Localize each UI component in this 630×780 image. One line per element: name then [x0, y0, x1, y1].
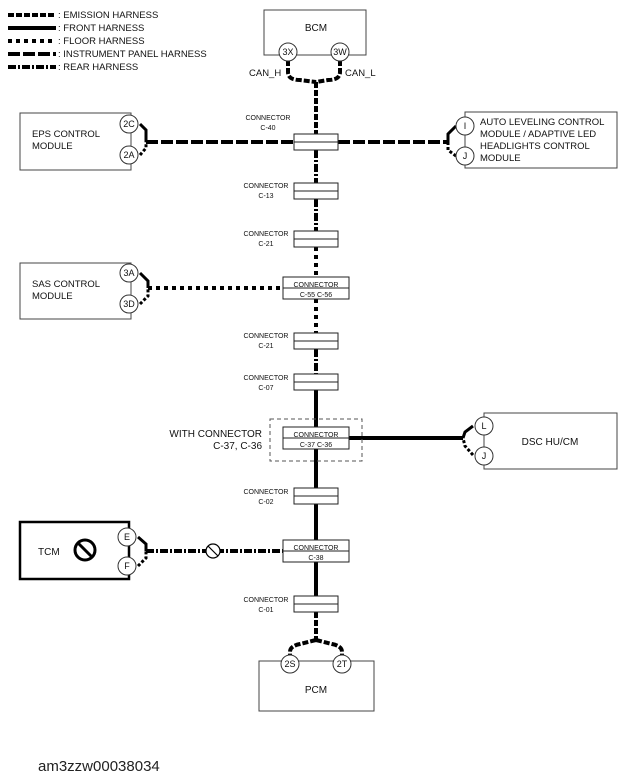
with-connector-line2: C-37, C-36: [213, 441, 262, 452]
bcm-pin-3x-label: 3X: [282, 47, 293, 57]
eps-pin-2a-label: 2A: [123, 150, 134, 160]
eps-pin-2a: [119, 145, 139, 165]
with-connector-line1: WITH CONNECTOR: [169, 429, 262, 440]
can-wiring-diagram: : EMISSION HARNESS : FRONT HARNESS : FLO…: [8, 9, 618, 712]
connector-label: CONNECTOR: [244, 489, 289, 496]
prohibited-icon: [73, 538, 97, 562]
figure-id: am3zzw00038034: [38, 758, 160, 775]
bcm-pin-3w: [330, 42, 350, 62]
connector-code: C-40: [260, 125, 275, 132]
legend-label: : FRONT HARNESS: [58, 23, 144, 34]
eps-pin-2c-label: 2C: [123, 119, 135, 129]
dsc-pin-l: [474, 416, 494, 436]
connector-code: C-07: [258, 385, 273, 392]
connector-code: C-13: [258, 193, 273, 200]
eps-label-line1: EPS CONTROL: [32, 129, 100, 140]
legend: : EMISSION HARNESS : FRONT HARNESS : FLO…: [8, 10, 207, 73]
legend-label: : FLOOR HARNESS: [58, 36, 145, 47]
legend-item-front: : FRONT HARNESS: [8, 23, 144, 34]
sas-pin-3a-label: 3A: [123, 268, 134, 278]
pcm-pin-2s-label: 2S: [284, 659, 295, 669]
dsc-label: DSC HU/CM: [522, 437, 579, 448]
auto-leveling-line2: MODULE / ADAPTIVE LED: [480, 129, 596, 140]
tcm-label: TCM: [38, 547, 60, 558]
connector-c21-upper: CONNECTOR C-21: [244, 230, 339, 248]
pcm-label: PCM: [305, 685, 327, 696]
can-l-label: CAN_L: [345, 68, 376, 79]
connector-label: CONNECTOR: [244, 333, 289, 340]
auto-leveling-line3: HEADLIGHTS CONTROL: [480, 141, 590, 152]
bcm-pin-3x: [278, 42, 298, 62]
branch-wires: [136, 122, 475, 568]
sas-pin-3d-label: 3D: [123, 299, 135, 309]
connector-code: C-21: [258, 241, 273, 248]
pcm-module: PCM 2S 2T: [258, 654, 375, 712]
connector-c13: CONNECTOR C-13: [244, 182, 339, 200]
connector-label: CONNECTOR: [246, 115, 291, 122]
sas-control-module: SAS CONTROL MODULE 3A 3D: [19, 262, 139, 320]
dsc-pin-l-label: L: [481, 421, 486, 431]
sas-pin-3d: [119, 294, 139, 314]
with-connector-c37-c36: WITH CONNECTOR C-37, C-36 CONNECTOR C-37…: [169, 418, 363, 462]
sas-pin-3a: [119, 263, 139, 283]
connector-c38: CONNECTOR C-38: [282, 539, 350, 563]
legend-item-instrument: : INSTRUMENT PANEL HARNESS: [8, 49, 207, 60]
prohibited-icon: [205, 543, 221, 559]
connector-c40: CONNECTOR C-40: [246, 115, 339, 151]
connector-label: CONNECTOR: [244, 231, 289, 238]
connector-label: CONNECTOR: [244, 183, 289, 190]
connector-label: CONNECTOR: [244, 597, 289, 604]
bcm-module: BCM 3X 3W CAN_H CAN_L: [249, 9, 376, 79]
eps-control-module: EPS CONTROL MODULE 2C 2A: [19, 112, 139, 171]
pcm-pin-2t: [332, 654, 352, 674]
tcm-module: TCM E F: [18, 520, 137, 581]
legend-item-emission: : EMISSION HARNESS: [8, 10, 158, 21]
bcm-pin-3w-label: 3W: [333, 47, 347, 57]
legend-label: : INSTRUMENT PANEL HARNESS: [58, 49, 207, 60]
legend-item-floor: : FLOOR HARNESS: [8, 36, 145, 47]
eps-pin-2c: [119, 114, 139, 134]
can-h-label: CAN_H: [249, 68, 281, 79]
tcm-pin-e: [117, 527, 137, 547]
auto-leveling-module: AUTO LEVELING CONTROL MODULE / ADAPTIVE …: [455, 111, 618, 169]
dsc-pin-j: [474, 446, 494, 466]
connector-code: C-55 C-56: [300, 292, 332, 299]
legend-item-rear: : REAR HARNESS: [8, 62, 138, 73]
auto-leveling-pin-i-label: I: [464, 121, 467, 131]
legend-label: : REAR HARNESS: [58, 62, 138, 73]
connector-code: C-38: [308, 555, 323, 562]
connector-label: CONNECTOR: [294, 432, 339, 439]
connector-c02: CONNECTOR C-02: [244, 487, 339, 506]
trunk-wires: [286, 60, 344, 657]
dsc-pin-j-label: J: [482, 451, 487, 461]
tcm-pin-f: [117, 556, 137, 576]
connector-code: C-02: [258, 499, 273, 506]
pcm-pin-2s: [280, 654, 300, 674]
connector-c55-c56: CONNECTOR C-55 C-56: [282, 276, 350, 300]
connector-code: C-37 C-36: [300, 442, 332, 449]
connector-c01: CONNECTOR C-01: [244, 595, 339, 614]
bcm-label: BCM: [305, 23, 327, 34]
connector-label: CONNECTOR: [244, 375, 289, 382]
tcm-pin-e-label: E: [124, 532, 130, 542]
connector-label: CONNECTOR: [294, 282, 339, 289]
tcm-pin-f-label: F: [124, 561, 130, 571]
pcm-pin-2t-label: 2T: [337, 659, 348, 669]
auto-leveling-pin-i: [455, 116, 475, 136]
connector-c07: CONNECTOR C-07: [244, 373, 339, 392]
sas-label-line1: SAS CONTROL: [32, 279, 100, 290]
auto-leveling-pin-j-label: J: [463, 151, 468, 161]
connector-label: CONNECTOR: [294, 545, 339, 552]
dsc-hu-cm-module: DSC HU/CM L J: [474, 412, 618, 470]
sas-label-line2: MODULE: [32, 291, 73, 302]
connector-code: C-21: [258, 343, 273, 350]
connector-c21-lower: CONNECTOR C-21: [244, 332, 339, 350]
connector-code: C-01: [258, 607, 273, 614]
auto-leveling-line1: AUTO LEVELING CONTROL: [480, 117, 604, 128]
auto-leveling-line4: MODULE: [480, 153, 521, 164]
legend-label: : EMISSION HARNESS: [58, 10, 158, 21]
eps-label-line2: MODULE: [32, 141, 73, 152]
auto-leveling-pin-j: [455, 146, 475, 166]
